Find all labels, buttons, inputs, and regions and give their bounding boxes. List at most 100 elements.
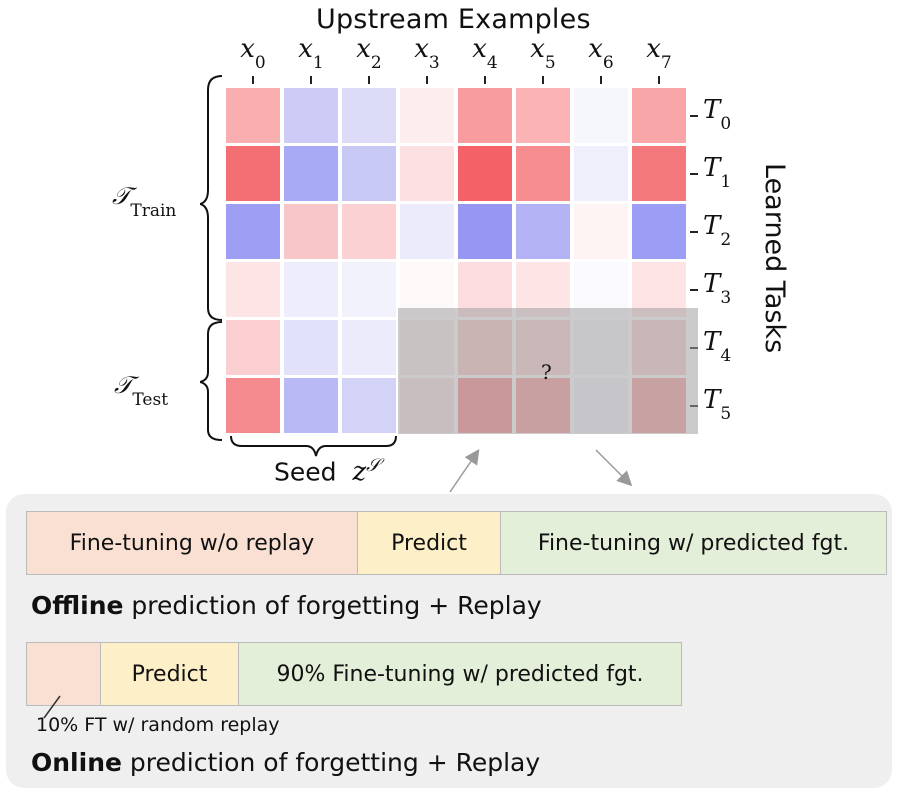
row-label-symbol: T [703, 95, 721, 125]
heatmap-cell [574, 146, 628, 201]
heatmap-cell [574, 204, 628, 259]
heatmap-cell [284, 88, 338, 143]
column-tick [310, 76, 312, 84]
learned-tasks-label: Learned Tasks [759, 163, 790, 354]
heatmap-cell [516, 88, 570, 143]
heatmap-cell [342, 146, 396, 201]
heatmap-cell [342, 378, 396, 433]
online-caption-bold: Online [31, 748, 122, 777]
seed-superscript: 𝒮 [366, 455, 381, 476]
heatmap-cell [632, 88, 686, 143]
test-symbol: 𝒯 [114, 371, 133, 399]
row-label-subscript: 4 [720, 346, 732, 367]
row-tick [690, 173, 698, 175]
heatmap-cell [458, 204, 512, 259]
column-label: x4 [456, 34, 514, 73]
column-label-subscript: 1 [312, 53, 324, 74]
task-braces [200, 75, 223, 441]
column-label-symbol: x [530, 34, 545, 64]
column-tick [600, 76, 602, 84]
test-set-label: 𝒯Test [114, 371, 168, 410]
heatmap-cell [574, 262, 628, 317]
heatmap-cell [226, 146, 280, 201]
offline-caption: Offline prediction of forgetting + Repla… [31, 591, 542, 620]
column-label-symbol: x [646, 34, 661, 64]
heatmap-cell [458, 146, 512, 201]
row-label-subscript: 2 [720, 230, 732, 251]
column-label-subscript: 2 [370, 53, 382, 74]
column-label-subscript: 7 [660, 53, 672, 74]
unknown-mark: ? [541, 360, 552, 384]
heatmap-cell [284, 378, 338, 433]
row-label-subscript: 1 [720, 172, 732, 193]
heatmap-cell [226, 320, 280, 375]
column-label-symbol: x [414, 34, 429, 64]
column-label: x5 [514, 34, 572, 73]
heatmap-cell [342, 262, 396, 317]
column-label: x1 [282, 34, 340, 73]
train-set-label: 𝒯Train [112, 182, 176, 221]
row-tick [690, 231, 698, 233]
row-label: T2 [703, 211, 731, 250]
row-label: T4 [703, 327, 731, 366]
online-caption: Online prediction of forgetting + Replay [31, 748, 540, 777]
column-label: x6 [572, 34, 630, 73]
column-label-symbol: x [472, 34, 487, 64]
heatmap-cell [400, 88, 454, 143]
heatmap-cell [516, 146, 570, 201]
row-label-symbol: T [703, 269, 721, 299]
online-caption-rest: prediction of forgetting + Replay [121, 748, 541, 777]
column-label-symbol: x [356, 34, 371, 64]
online-random-replay-step [26, 642, 101, 706]
seed-symbol: z [352, 457, 367, 488]
row-label: T1 [703, 153, 731, 192]
heatmap-cell [342, 88, 396, 143]
heatmap-cell [284, 146, 338, 201]
row-label-symbol: T [703, 153, 721, 183]
heatmap-cell [400, 262, 454, 317]
heatmap-cell [284, 204, 338, 259]
row-tick [690, 289, 698, 291]
heatmap-cell [284, 262, 338, 317]
heatmap-cell [458, 262, 512, 317]
column-label: x3 [398, 34, 456, 73]
column-label-symbol: x [588, 34, 603, 64]
heatmap-cell [226, 262, 280, 317]
column-label: x0 [224, 34, 282, 73]
heatmap-cell [632, 204, 686, 259]
column-label-subscript: 5 [544, 53, 556, 74]
seed-brace [230, 435, 397, 457]
column-label-subscript: 3 [428, 53, 440, 74]
offline-replay-step: Fine-tuning w/ predicted fgt. [500, 511, 887, 575]
column-tick [426, 76, 428, 84]
offline-caption-rest: prediction of forgetting + Replay [123, 591, 542, 620]
online-predict-step: Predict [100, 642, 239, 706]
train-symbol: 𝒯 [112, 182, 131, 210]
column-tick [542, 76, 544, 84]
column-label: x2 [340, 34, 398, 73]
column-label-symbol: x [240, 34, 255, 64]
prediction-region [398, 308, 698, 434]
row-label-symbol: T [703, 385, 721, 415]
heatmap-cell [458, 88, 512, 143]
column-label-symbol: x [298, 34, 313, 64]
test-brace [200, 321, 223, 441]
heatmap-cell [574, 88, 628, 143]
heatmap-cell [632, 146, 686, 201]
heatmap-cell [226, 88, 280, 143]
online-replay-step: 90% Fine-tuning w/ predicted fgt. [238, 642, 682, 706]
note-pointer [43, 695, 61, 719]
row-label-symbol: T [703, 327, 721, 357]
heatmap-cell [400, 204, 454, 259]
test-subscript: Test [132, 389, 169, 410]
row-tick [690, 115, 698, 117]
seed-label: Seed z𝒮 [274, 455, 380, 487]
heatmap-cell [342, 320, 396, 375]
heatmap-cell [284, 320, 338, 375]
heatmap-cell [516, 204, 570, 259]
seed-text: Seed [274, 457, 337, 487]
heatmap-cell [516, 262, 570, 317]
arrow-down [595, 449, 633, 487]
row-label: T0 [703, 95, 731, 134]
heatmap-cell [400, 146, 454, 201]
